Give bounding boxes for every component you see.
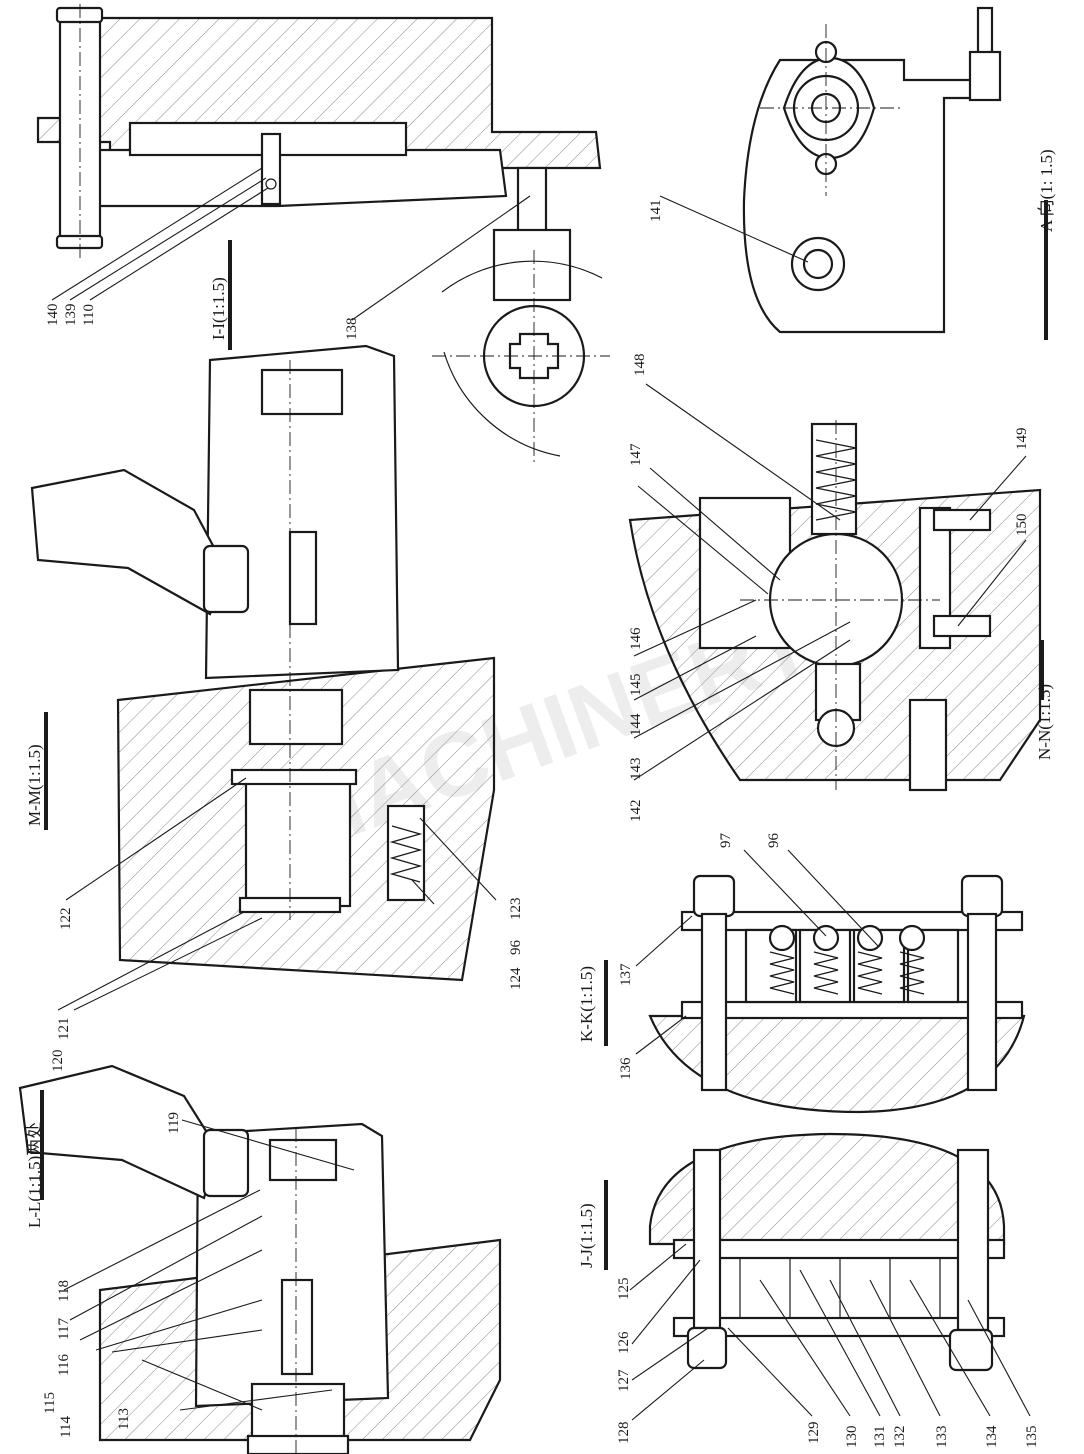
callout-119: 119	[166, 1112, 182, 1134]
callout-131: 131	[872, 1426, 888, 1449]
callout-116: 116	[56, 1354, 72, 1376]
callout-122: 122	[58, 908, 74, 931]
springs-k-k	[769, 951, 925, 995]
callout-149: 149	[1014, 428, 1030, 451]
callout-138: 138	[344, 318, 360, 341]
callout-147: 147	[628, 443, 644, 466]
view-title-l-l: L-L(1:1.5)两处	[25, 1122, 44, 1228]
callout-124: 124	[508, 967, 524, 990]
view-m-m	[30, 344, 497, 1011]
callout-128: 128	[616, 1422, 632, 1445]
callout-140: 140	[45, 304, 61, 327]
spring-m-m	[389, 825, 423, 883]
view-title-m-m: M-M(1:1.5)	[25, 744, 44, 826]
callout-136: 136	[618, 1057, 634, 1080]
callout-139: 139	[63, 304, 79, 327]
callout-121: 121	[56, 1018, 72, 1041]
callout-129: 129	[806, 1422, 822, 1445]
callout-141: 141	[648, 200, 664, 223]
callout-117: 117	[56, 1318, 72, 1340]
spring-n-n	[815, 439, 857, 521]
callout-130: 130	[844, 1426, 860, 1449]
callout-113: 113	[116, 1408, 132, 1430]
callout-148: 148	[632, 354, 648, 377]
callout-150: 150	[1014, 514, 1030, 537]
callout-96-mm: 96	[508, 940, 524, 956]
callout-96-kk: 96	[766, 833, 782, 849]
callout-110: 110	[81, 304, 97, 326]
view-k-k	[604, 849, 1026, 1114]
callout-134: 134	[984, 1425, 1000, 1448]
callout-135: 135	[1024, 1426, 1040, 1449]
callout-114: 114	[58, 1416, 74, 1438]
view-title-i-i: I-I(1:1.5)	[209, 277, 228, 340]
callout-123: 123	[508, 898, 524, 921]
callout-132: 132	[892, 1426, 908, 1449]
callout-125: 125	[616, 1278, 632, 1301]
view-a	[659, 6, 1048, 340]
callout-142: 142	[628, 800, 644, 823]
callout-120: 120	[50, 1050, 66, 1073]
callout-145: 145	[628, 674, 644, 697]
callout-127: 127	[616, 1369, 632, 1392]
callout-143: 143	[628, 758, 644, 781]
callout-133: 133	[934, 1426, 950, 1449]
callout-126: 126	[616, 1331, 632, 1354]
view-i-i	[36, 4, 610, 466]
view-j-j	[604, 1132, 1031, 1421]
view-n-n	[628, 383, 1044, 792]
view-title-n-n: N-N(1:1.5)	[1035, 684, 1054, 760]
callout-146: 146	[628, 627, 644, 650]
view-title-k-k: K-K(1:1.5)	[577, 966, 596, 1042]
view-title-a: A 向(1: 1.5)	[1037, 149, 1056, 232]
callout-144: 144	[628, 713, 644, 736]
callout-118: 118	[56, 1280, 72, 1302]
view-title-j-j: J-J(1:1.5)	[577, 1203, 596, 1268]
view-l-l	[18, 1064, 502, 1454]
callout-137: 137	[618, 963, 634, 986]
callout-115: 115	[42, 1392, 58, 1414]
callout-97: 97	[718, 833, 734, 849]
